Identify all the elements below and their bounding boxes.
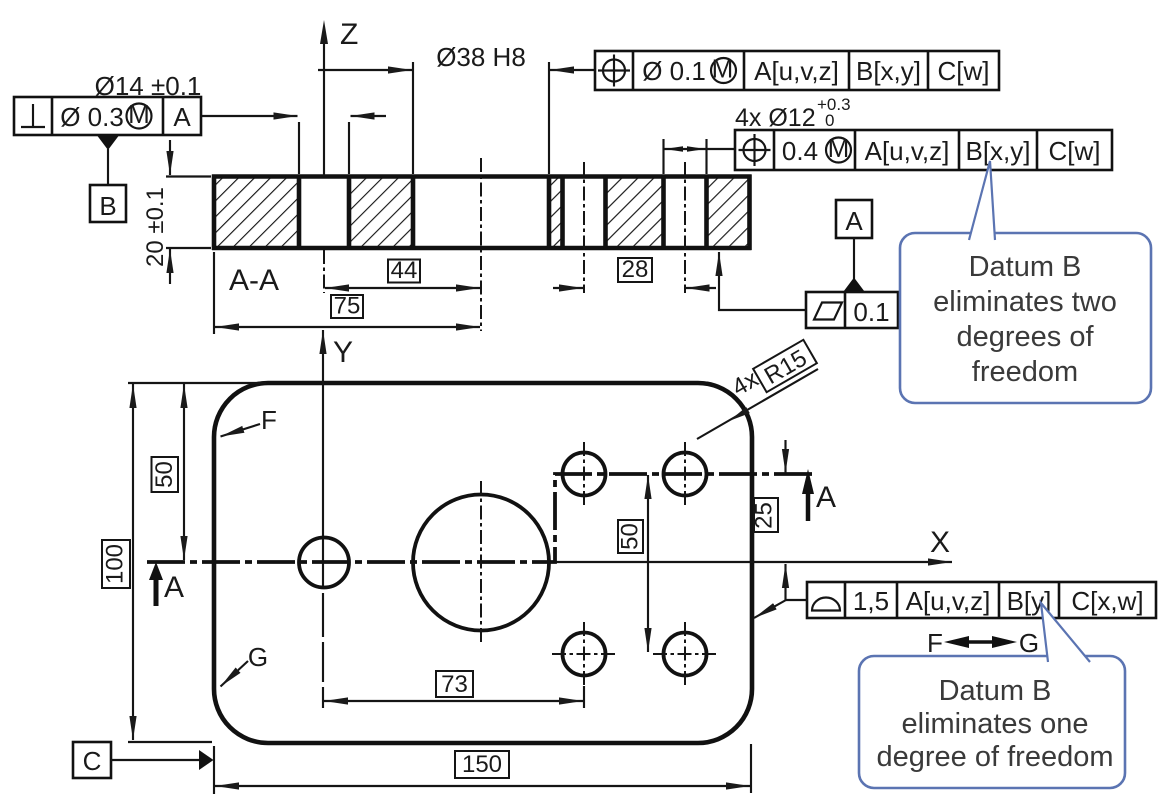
svg-text:G: G: [248, 642, 268, 672]
svg-text:C[w]: C[w]: [1049, 136, 1101, 166]
svg-text:50: 50: [151, 461, 178, 488]
svg-text:100: 100: [102, 544, 129, 584]
svg-text:Ø 0.1: Ø 0.1: [642, 56, 706, 86]
svg-text:Ø 0.3: Ø 0.3: [60, 102, 124, 132]
svg-text:0.1: 0.1: [853, 297, 889, 327]
svg-text:B[x,y]: B[x,y]: [856, 56, 921, 86]
svg-text:degrees of: degrees of: [956, 321, 1094, 353]
svg-text:A-A: A-A: [229, 264, 279, 297]
svg-text:25: 25: [751, 502, 778, 529]
svg-text:150: 150: [462, 751, 502, 778]
svg-text:A: A: [173, 102, 191, 132]
svg-text:C[w]: C[w]: [938, 56, 990, 86]
svg-text:20 ±0.1: 20 ±0.1: [142, 187, 169, 267]
svg-text:A[u,v,z]: A[u,v,z]: [906, 586, 991, 616]
svg-text:50: 50: [617, 523, 644, 550]
svg-text:X: X: [930, 526, 950, 559]
svg-text:Datum B: Datum B: [939, 675, 1052, 707]
svg-text:Y: Y: [333, 336, 353, 369]
svg-text:A: A: [845, 206, 863, 236]
svg-text:73: 73: [441, 671, 468, 698]
svg-text:0.4: 0.4: [782, 136, 818, 166]
svg-text:Ø38 H8: Ø38 H8: [436, 42, 526, 72]
svg-text:28: 28: [622, 256, 649, 283]
svg-text:M: M: [128, 99, 150, 129]
svg-text:B: B: [99, 191, 116, 221]
svg-text:eliminates one: eliminates one: [902, 708, 1089, 740]
svg-text:degree of freedom: degree of freedom: [877, 741, 1114, 773]
svg-text:A[u,v,z]: A[u,v,z]: [754, 56, 839, 86]
svg-text:A: A: [164, 571, 184, 604]
svg-text:A[u,v,z]: A[u,v,z]: [865, 136, 950, 166]
svg-text:C[x,w]: C[x,w]: [1071, 586, 1143, 616]
svg-text:freedom: freedom: [972, 356, 1078, 388]
svg-text:M: M: [712, 54, 734, 84]
svg-text:Datum B: Datum B: [969, 251, 1082, 283]
svg-text:4x Ø12: 4x Ø12: [735, 104, 816, 132]
svg-text:Z: Z: [340, 18, 358, 51]
svg-text:75: 75: [334, 293, 361, 320]
svg-text:0: 0: [825, 111, 834, 130]
svg-text:G: G: [1019, 628, 1039, 658]
svg-text:M: M: [828, 133, 850, 163]
svg-text:F: F: [927, 628, 943, 658]
svg-text:C: C: [83, 746, 102, 776]
svg-text:F: F: [261, 405, 277, 435]
svg-text:B[x,y]: B[x,y]: [965, 136, 1030, 166]
svg-text:1,5: 1,5: [853, 586, 889, 616]
svg-text:eliminates two: eliminates two: [933, 286, 1117, 318]
svg-text:A: A: [816, 481, 836, 514]
svg-text:44: 44: [391, 257, 418, 284]
svg-text:+0.3: +0.3: [817, 95, 851, 114]
